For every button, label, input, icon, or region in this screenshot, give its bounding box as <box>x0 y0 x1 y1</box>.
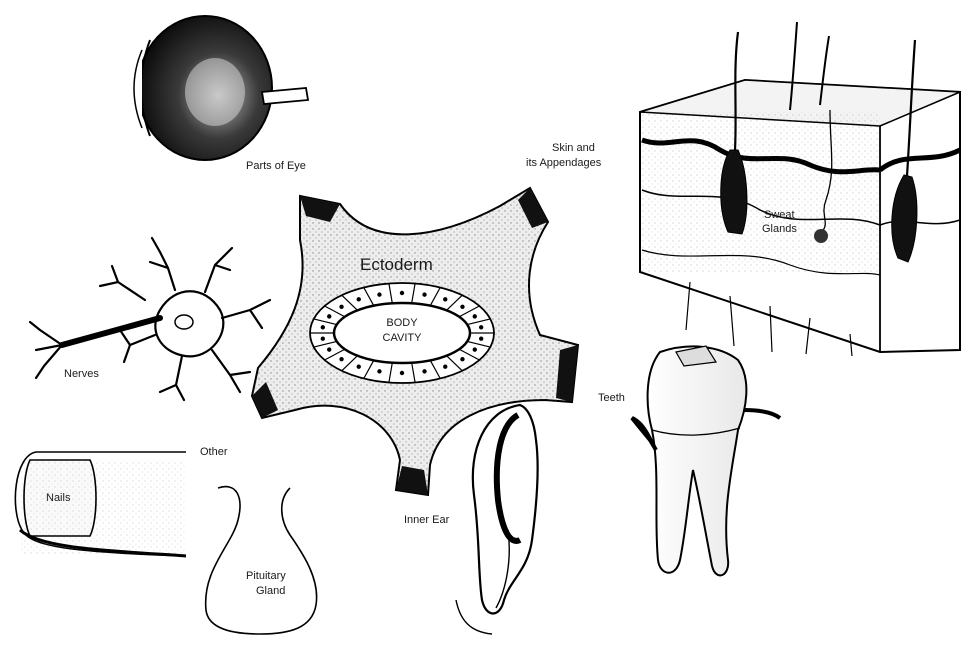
cell-nucleus <box>321 337 324 340</box>
pituitary-label-line1: Pituitary <box>246 570 286 583</box>
cell-nucleus <box>328 315 331 318</box>
cell-nucleus <box>423 293 426 296</box>
ectoderm-label: Ectoderm <box>360 255 433 274</box>
sweat-glands-label-line1: Sweat <box>764 209 795 222</box>
body-cavity-label-line1: BODY <box>386 317 418 329</box>
cell-nucleus <box>461 358 464 361</box>
cell-nucleus <box>480 337 483 340</box>
teeth-label: Teeth <box>598 392 625 405</box>
inner-ear-label: Inner Ear <box>404 514 449 527</box>
cell-nucleus <box>473 315 476 318</box>
cell-nucleus <box>340 358 343 361</box>
cell-nucleus <box>357 365 360 368</box>
pituitary-label-line2: Gland <box>256 585 285 598</box>
tooth-icon <box>632 346 780 575</box>
skin-label-line1: Skin and <box>552 142 595 155</box>
eye-icon <box>134 16 308 160</box>
body-cavity-label-line2: CAVITY <box>383 332 423 344</box>
eye-label: Parts of Eye <box>246 160 306 173</box>
cell-nucleus <box>321 326 324 329</box>
nerves-label: Nerves <box>64 368 99 381</box>
skin-block-icon <box>640 22 960 356</box>
cell-nucleus <box>461 305 464 308</box>
nails-label: Nails <box>46 492 70 505</box>
other-label: Other <box>200 446 228 459</box>
cell-nucleus <box>423 370 426 373</box>
pituitary-gland-icon <box>206 487 317 634</box>
cell-nucleus <box>340 305 343 308</box>
cell-nucleus <box>400 371 403 374</box>
cell-nucleus <box>473 348 476 351</box>
cell-nucleus <box>378 293 381 296</box>
cell-nucleus <box>400 291 403 294</box>
cell-nucleus <box>378 370 381 373</box>
cell-nucleus <box>357 298 360 301</box>
ear-icon <box>456 405 538 634</box>
skin-label-line2: its Appendages <box>526 157 601 170</box>
cell-nucleus <box>480 326 483 329</box>
cell-nucleus <box>328 348 331 351</box>
finger-nail-icon <box>15 452 186 556</box>
cell-nucleus <box>444 365 447 368</box>
cell-nucleus <box>444 298 447 301</box>
sweat-glands-label-line2: Glands <box>762 223 797 236</box>
